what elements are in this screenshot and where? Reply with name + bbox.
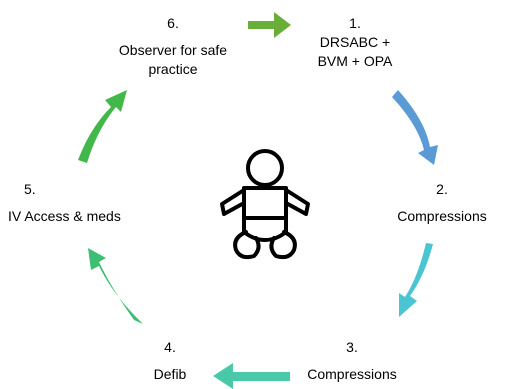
arrow-3-to-4 [213, 363, 290, 389]
baby-icon [220, 149, 310, 260]
step-3-label: Compressions [307, 366, 397, 382]
step-6-label: Observer for safe practice [118, 42, 228, 77]
step-4: 4. Defib [140, 338, 200, 384]
arrow-1-to-2 [392, 90, 438, 165]
arrow-2-to-3 [399, 243, 433, 317]
step-4-number: 4. [164, 339, 176, 355]
step-5-number: 5. [24, 181, 36, 197]
step-3-number: 3. [346, 339, 358, 355]
step-4-label: Defib [153, 366, 187, 382]
step-1: 1. DRSABC + BVM + OPA [290, 14, 420, 71]
step-6: 6. Observer for safe practice [98, 14, 248, 79]
step-1-label: DRSABC + BVM + OPA [317, 34, 393, 69]
step-5: 5. IV Access & meds [8, 180, 158, 226]
step-2-label: Compressions [397, 208, 487, 224]
step-2: 2. Compressions [382, 180, 502, 226]
step-2-number: 2. [436, 181, 448, 197]
arrow-6-to-1 [248, 12, 291, 38]
step-1-number: 1. [349, 15, 361, 31]
step-5-label: IV Access & meds [8, 208, 121, 224]
arrow-4-to-5 [88, 248, 143, 324]
step-3: 3. Compressions [290, 338, 414, 384]
step-6-number: 6. [167, 15, 179, 31]
arrow-5-to-6 [78, 90, 127, 163]
